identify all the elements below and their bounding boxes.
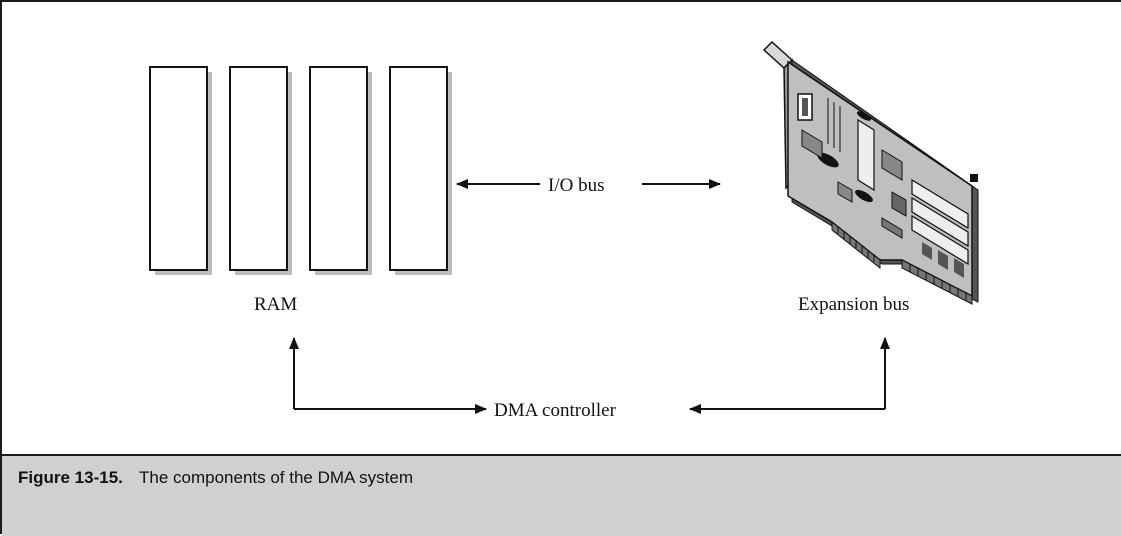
expansion-bus-label: Expansion bus [798,294,909,315]
ram-module-3 [309,66,372,275]
figure-caption: The components of the DMA system [139,468,414,487]
expansion-card-icon [762,40,979,305]
ram-modules [149,66,452,275]
diagram-area: I/O bus RAM Expansion bus DMA controller [2,2,1121,454]
dma-diagram: I/O bus RAM Expansion bus DMA controller [149,40,979,421]
dma-controller-label: DMA controller [494,400,617,421]
caption-bar: Figure 13-15. The components of the DMA … [2,454,1121,536]
dma-ram-connector [289,337,487,414]
dma-expansion-connector [689,337,890,414]
ram-label: RAM [254,294,297,315]
ram-module-1 [149,66,212,275]
ram-module-2 [229,66,292,275]
ram-module-4 [389,66,452,275]
io-bus-label: I/O bus [548,175,604,196]
figure-number: Figure 13-15. [18,468,123,487]
